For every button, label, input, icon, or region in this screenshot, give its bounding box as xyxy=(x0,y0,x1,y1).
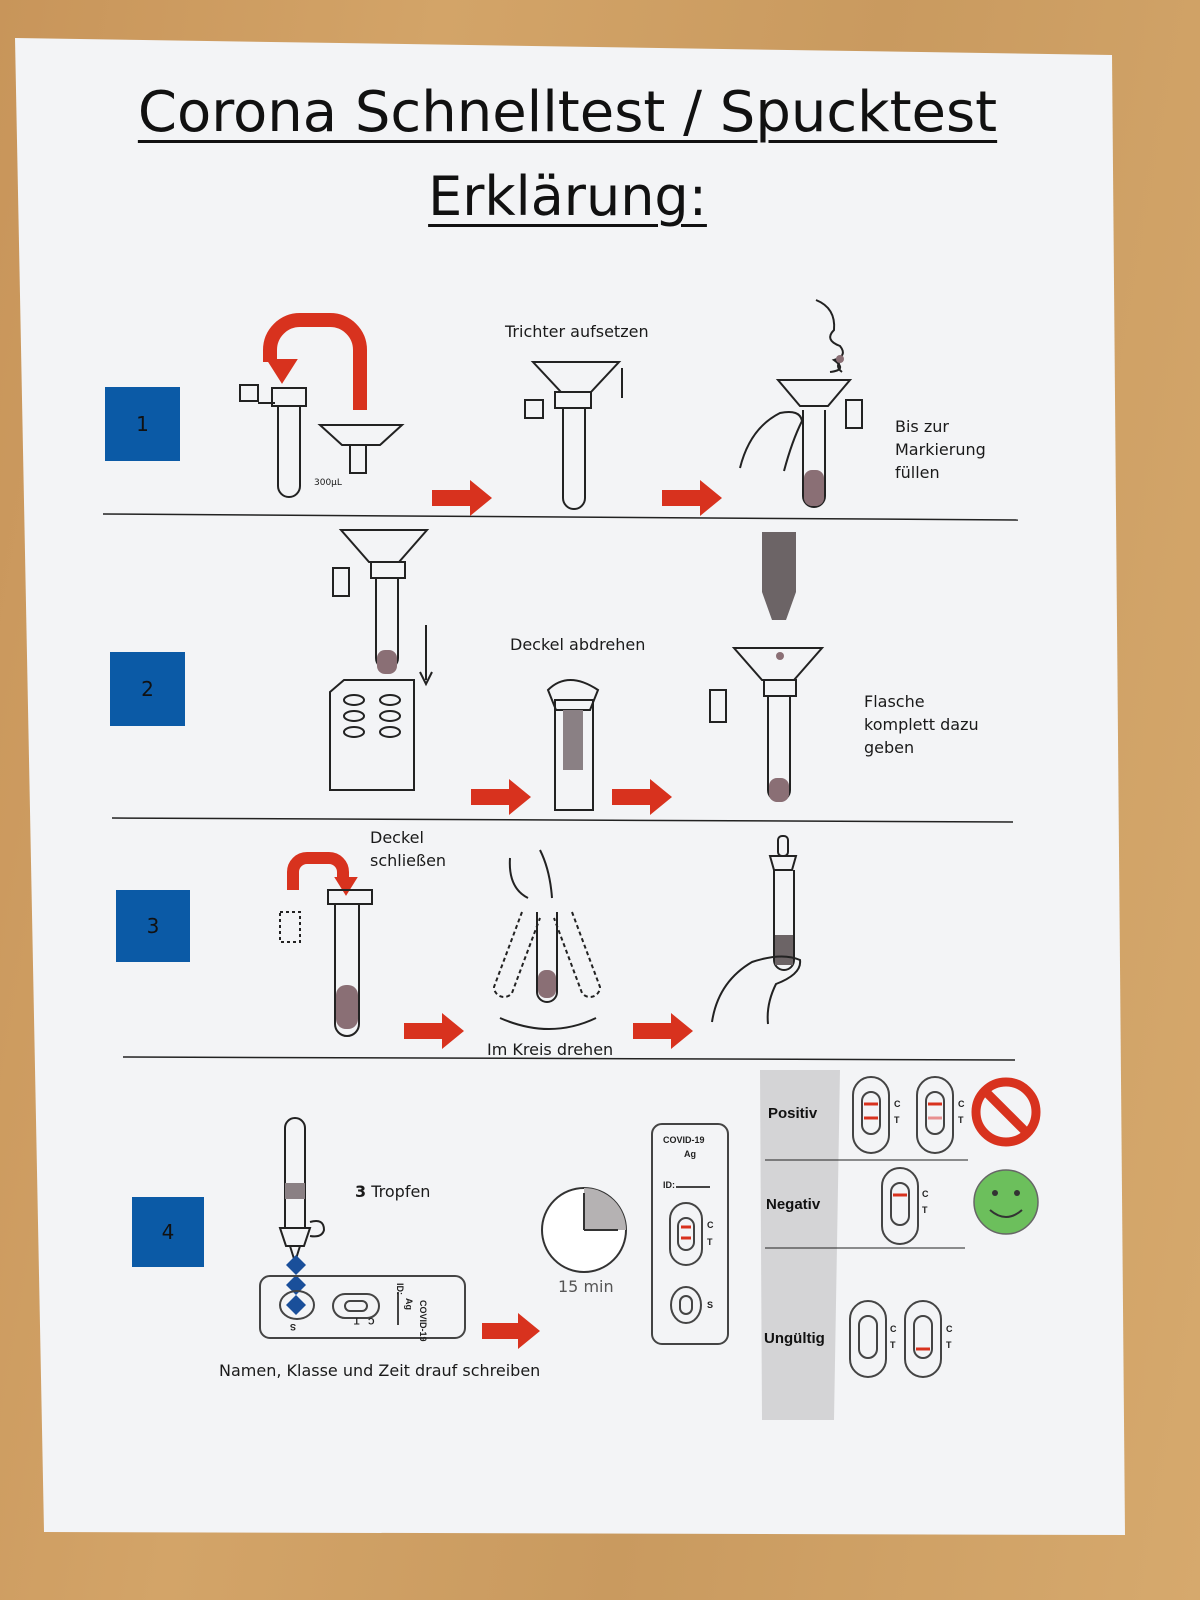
result-windows xyxy=(849,1076,954,1378)
swirl-illustration xyxy=(492,849,602,1030)
cassette-h-t: T xyxy=(354,1316,360,1326)
cassette-horizontal-illustration xyxy=(259,1275,466,1339)
result-positive-label: Positiv xyxy=(768,1105,818,1122)
cassette-h-s: S xyxy=(290,1322,297,1332)
results-column xyxy=(760,1070,840,1420)
cassette-h-brand: COVID-19 xyxy=(418,1300,428,1342)
close-label-line: schließen xyxy=(370,851,447,870)
rack-holes xyxy=(343,694,401,738)
tube-rack-illustration xyxy=(329,529,433,791)
page-title-text: Corona Schnelltest / Spucktest xyxy=(137,80,998,145)
negative-window xyxy=(881,1167,919,1245)
divider xyxy=(111,817,1014,823)
tube-open-illustration xyxy=(239,313,405,498)
positive-window-both-lines xyxy=(852,1076,890,1154)
bottle-label-line: komplett dazu xyxy=(864,715,979,734)
inv2-t: T xyxy=(946,1340,952,1350)
bottle-into-tube-illustration xyxy=(709,532,825,802)
step-2-badge: 2 xyxy=(110,652,185,726)
step-1-badge: 1 xyxy=(105,387,180,461)
drops-label: 3 Tropfen xyxy=(355,1180,430,1203)
write-label: Namen, Klasse und Zeit drauf schreiben xyxy=(219,1361,541,1380)
close-cap-illustration xyxy=(279,852,373,1037)
drops-icon xyxy=(286,1255,306,1315)
page-title: Corona Schnelltest / Spucktest xyxy=(0,80,1135,145)
divider xyxy=(122,1056,1016,1061)
tube-funnel-illustration xyxy=(524,361,623,510)
cassette-c: C xyxy=(707,1220,714,1230)
drops-count: 3 xyxy=(355,1182,367,1201)
fill-label-line: Markierung xyxy=(895,440,986,459)
cassette-h-id: ID: xyxy=(395,1283,405,1295)
page-subtitle: Erklärung: xyxy=(0,165,1135,228)
smiley-icon xyxy=(973,1169,1039,1235)
cassette-type: Ag xyxy=(684,1149,696,1159)
cassette-s: S xyxy=(707,1300,714,1310)
pos1-t: T xyxy=(894,1115,900,1125)
bottle-label-line: geben xyxy=(864,738,915,757)
positive-window-faint-line xyxy=(916,1076,954,1154)
pos2-c: C xyxy=(958,1099,965,1109)
fill-label-line: füllen xyxy=(895,463,940,482)
inv1-c: C xyxy=(890,1324,897,1334)
cassette-vertical-illustration xyxy=(651,1123,729,1345)
bottle-label: Flasche komplett dazu geben xyxy=(864,690,979,759)
close-label: Deckel schließen xyxy=(370,826,446,872)
result-invalid-label: Ungültig xyxy=(764,1330,825,1347)
cassette-t: T xyxy=(707,1237,713,1247)
step-4-badge: 4 xyxy=(132,1197,204,1267)
neg-t: T xyxy=(922,1205,928,1215)
step-3-badge: 3 xyxy=(116,890,190,962)
pos1-c: C xyxy=(894,1099,901,1109)
neg-c: C xyxy=(922,1189,929,1199)
close-label-line: Deckel xyxy=(370,828,424,847)
drops-word: Tropfen xyxy=(371,1182,431,1201)
fill-label-line: Bis zur xyxy=(895,417,949,436)
volume-label: 300µL xyxy=(314,478,342,488)
cassette-h-type: Ag xyxy=(404,1298,414,1310)
funnel-label: Trichter aufsetzen xyxy=(505,322,649,341)
prohibited-icon xyxy=(971,1077,1041,1147)
cassette-h-c: C xyxy=(368,1316,375,1326)
bottle-illustration xyxy=(546,679,600,811)
fill-label: Bis zur Markierung füllen xyxy=(895,415,986,484)
invalid-window-t-only xyxy=(904,1300,942,1378)
red-arrows xyxy=(404,480,722,1349)
inv2-c: C xyxy=(946,1324,953,1334)
closed-tube-in-hand-illustration xyxy=(711,835,802,1025)
swirl-label: Im Kreis drehen xyxy=(487,1040,614,1059)
result-negative-label: Negativ xyxy=(766,1196,821,1213)
cap-label: Deckel abdrehen xyxy=(510,635,646,654)
spit-illustration xyxy=(739,299,863,508)
timer-label: 15 min xyxy=(558,1277,614,1296)
inv1-t: T xyxy=(890,1340,896,1350)
clock-icon xyxy=(541,1187,627,1273)
divider xyxy=(102,513,1019,521)
invalid-window-none xyxy=(849,1300,887,1378)
bottle-label-line: Flasche xyxy=(864,692,925,711)
page-subtitle-text: Erklärung: xyxy=(428,165,707,228)
cassette-brand: COVID-19 xyxy=(663,1135,705,1145)
pos2-t: T xyxy=(958,1115,964,1125)
cassette-id: ID: xyxy=(663,1180,675,1190)
